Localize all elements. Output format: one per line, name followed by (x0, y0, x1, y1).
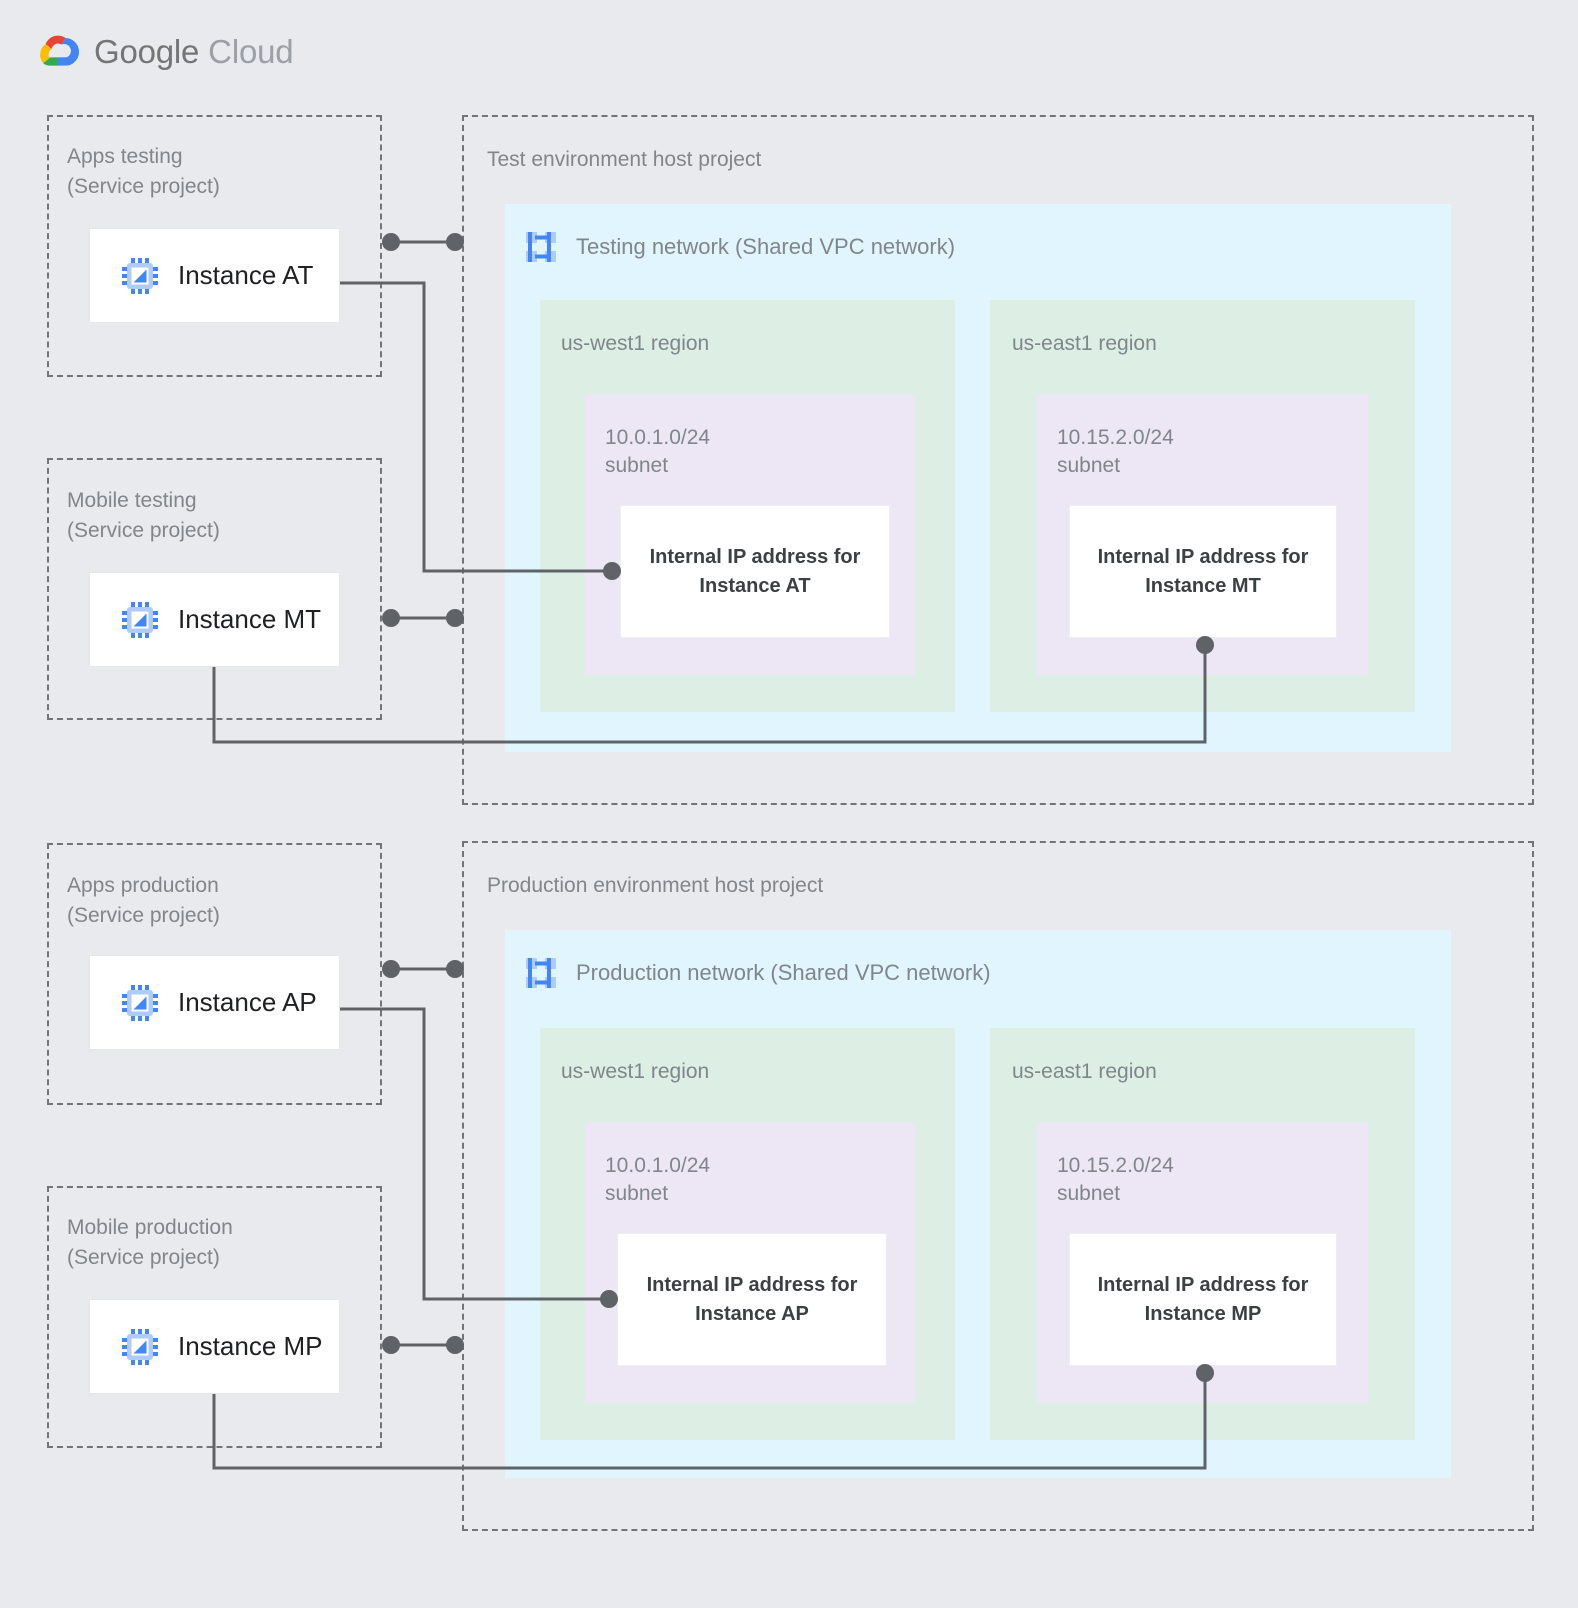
ip-card-instance-mt[interactable]: Internal IP address for Instance MT (1069, 505, 1337, 638)
instance-label-at: Instance AT (178, 260, 314, 290)
ip-card-instance-at[interactable]: Internal IP address for Instance AT (620, 505, 890, 638)
vm-instance-icon (122, 601, 158, 638)
ip-card-label-mt: Internal IP address for Instance MT (1097, 546, 1309, 597)
subnet-title-prod-us-west1: 10.0.1.0/24 subnet (605, 1154, 711, 1205)
host-project-test-environment-label: Test environment host project (487, 148, 762, 171)
connector-dot-at-left (382, 233, 400, 251)
ip-card-label-ap: Internal IP address for Instance AP (646, 1274, 858, 1325)
service-project-apps-testing (47, 115, 382, 377)
region-title-prod-us-west1: us-west1 region (561, 1060, 710, 1083)
subnet-title-prod-us-east1: 10.15.2.0/24 subnet (1057, 1154, 1174, 1205)
brand-wordmark: Google Cloud (94, 33, 294, 71)
ip-card-label-at: Internal IP address for Instance AT (649, 546, 861, 597)
service-project-apps-testing-label: Apps testing (Service project) (67, 145, 220, 198)
google-cloud-brand: Google Cloud (34, 33, 294, 71)
subnet-title-test-us-east1: 10.15.2.0/24 subnet (1057, 426, 1174, 477)
network-title-testing: Testing network (Shared VPC network) (576, 234, 956, 259)
ip-card-instance-mp[interactable]: Internal IP address for Instance MP (1069, 1233, 1337, 1366)
connector-dot-ap-left (382, 960, 400, 978)
subnet-title-test-us-west1: 10.0.1.0/24 subnet (605, 426, 711, 477)
instance-card-mp[interactable]: Instance MP (89, 1299, 340, 1394)
host-project-production-environment-label: Production environment host project (487, 874, 824, 897)
google-cloud-logo-icon (40, 35, 80, 66)
vpc-network-icon (526, 958, 556, 988)
brand-name-google: Google (94, 33, 200, 70)
service-project-mobile-testing-label: Mobile testing (Service project) (67, 489, 220, 542)
network-title-production: Production network (Shared VPC network) (576, 960, 991, 985)
ip-card-instance-ap[interactable]: Internal IP address for Instance AP (617, 1233, 887, 1366)
service-project-apps-production-label: Apps production (Service project) (67, 874, 220, 927)
vm-instance-icon (122, 257, 158, 294)
instance-label-mp: Instance MP (178, 1331, 323, 1361)
region-title-test-us-east1: us-east1 region (1012, 332, 1157, 355)
region-title-test-us-west1: us-west1 region (561, 332, 710, 355)
instance-label-mt: Instance MT (178, 604, 322, 634)
vm-instance-icon (122, 1328, 158, 1365)
vm-instance-icon (122, 984, 158, 1021)
network-header-production: Production network (Shared VPC network) (522, 954, 991, 992)
ip-card-label-mp: Internal IP address for Instance MP (1097, 1274, 1309, 1325)
instance-card-ap[interactable]: Instance AP (89, 955, 340, 1050)
brand-name-cloud: Cloud (199, 33, 294, 70)
region-title-prod-us-east1: us-east1 region (1012, 1060, 1157, 1083)
connector-dot-mp-left (382, 1336, 400, 1354)
network-header-testing: Testing network (Shared VPC network) (522, 228, 955, 266)
instance-card-at[interactable]: Instance AT (89, 228, 340, 323)
instance-card-mt[interactable]: Instance MT (89, 572, 340, 667)
service-project-apps-production (47, 843, 382, 1105)
instance-label-ap: Instance AP (178, 987, 317, 1017)
connector-dot-mt-left (382, 609, 400, 627)
vpc-network-icon (526, 232, 556, 262)
service-project-mobile-production-label: Mobile production (Service project) (67, 1216, 233, 1269)
